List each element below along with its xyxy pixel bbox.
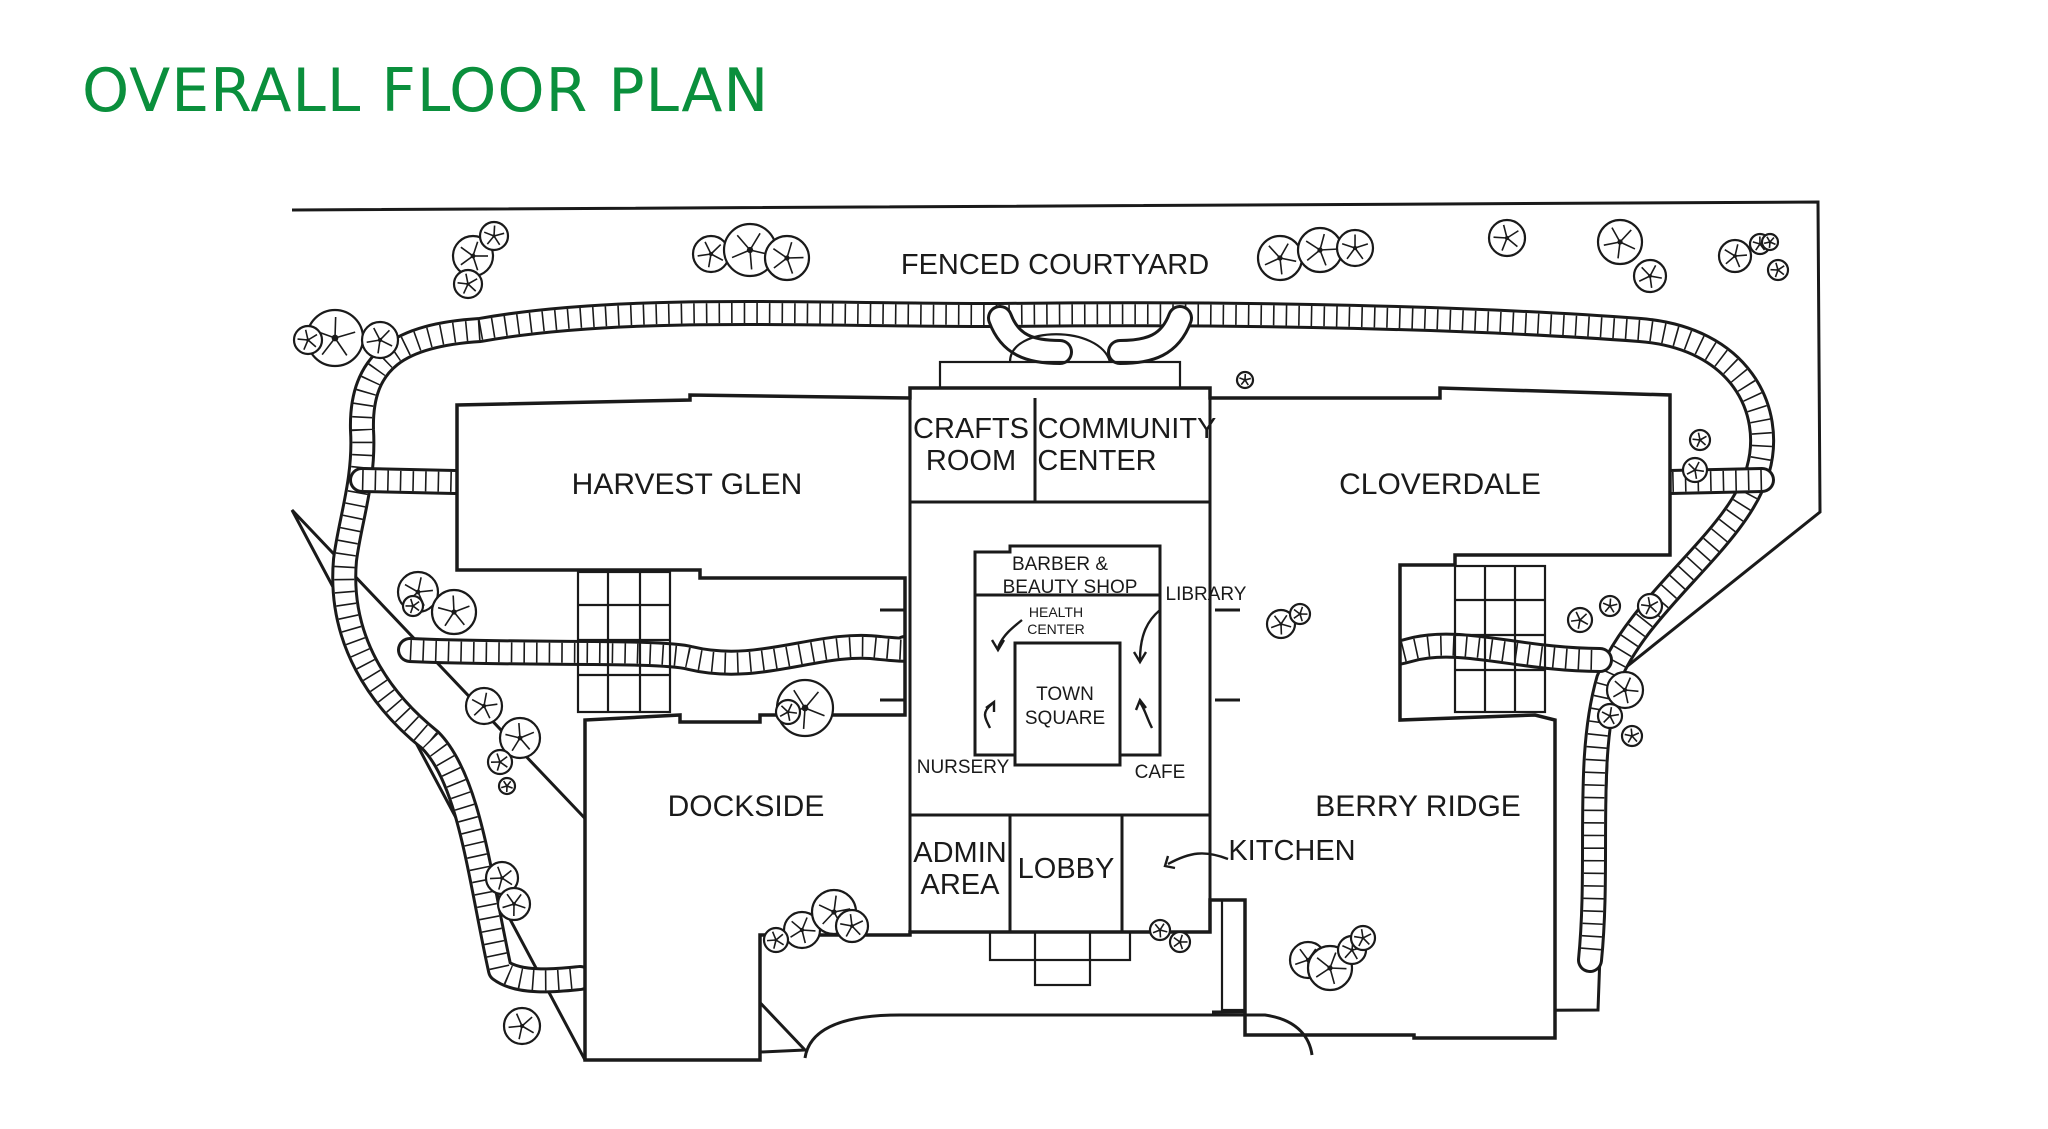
tree-icon (401, 594, 425, 618)
label-barber-beauty-2: BEAUTY SHOP (1003, 577, 1138, 598)
tree-icon (1235, 370, 1255, 390)
tree-icon (763, 234, 811, 282)
patios (576, 333, 1547, 1012)
tree-icon (1487, 218, 1527, 258)
label-admin-area-1: ADMIN (913, 837, 1006, 869)
tree-icon (1288, 602, 1312, 626)
label-kitchen: KITCHEN (1228, 835, 1355, 867)
tree-icon (834, 908, 870, 944)
tree-icon (1620, 724, 1644, 748)
tree-icon (782, 910, 822, 950)
label-crafts-room-1: CRAFTS (913, 413, 1029, 445)
tree-icon (360, 320, 400, 360)
tree-icon (1605, 670, 1645, 710)
tree-icon (774, 698, 802, 726)
tree-icon (497, 776, 517, 796)
label-town-square-2: SQUARE (1025, 708, 1105, 729)
tree-icon (1349, 924, 1377, 952)
tree-icon (464, 686, 504, 726)
tree-icon (486, 748, 514, 776)
tree-icon (762, 926, 790, 954)
tree-icon (1598, 594, 1622, 618)
tree-icon (1766, 258, 1790, 282)
driveway (803, 1013, 1314, 1059)
tree-icon (1681, 456, 1709, 484)
building-footprint (455, 386, 1672, 1062)
label-nursery: NURSERY (917, 757, 1010, 778)
label-lobby: LOBBY (1018, 853, 1115, 885)
tree-icon (1148, 918, 1172, 942)
tree-icon (1265, 608, 1297, 640)
label-cafe: CAFE (1135, 762, 1186, 783)
interior-walls (880, 398, 1240, 932)
walking-path (331, 300, 1775, 994)
label-dockside: DOCKSIDE (668, 790, 825, 823)
label-community-center-1: COMMUNITY (1038, 413, 1217, 445)
tree-icon (1596, 702, 1624, 730)
tree-icon (691, 234, 731, 274)
tree-icon (478, 220, 510, 252)
tree-icon (1566, 606, 1594, 634)
tree-icon (1760, 232, 1780, 252)
label-harvest-glen: HARVEST GLEN (572, 468, 803, 501)
tree-icon (502, 1006, 542, 1046)
tree-icon (292, 324, 324, 356)
tree-icon (452, 268, 484, 300)
label-berry-ridge: BERRY RIDGE (1315, 790, 1521, 823)
tree-icon (430, 588, 478, 636)
tree-icon (498, 716, 542, 760)
tree-icon (1596, 218, 1644, 266)
label-admin-area-2: AREA (921, 869, 1001, 901)
tree-icon (1688, 428, 1712, 452)
tree-icon (1717, 238, 1753, 274)
tree-icon (1256, 234, 1304, 282)
tree-icon (1335, 228, 1375, 268)
label-community-center-2: CENTER (1037, 445, 1156, 477)
trees (292, 218, 1790, 1046)
tree-icon (1168, 930, 1192, 954)
label-cloverdale: CLOVERDALE (1339, 468, 1541, 501)
label-health-center-2: CENTER (1027, 621, 1085, 637)
label-town-square-1: TOWN (1036, 684, 1094, 705)
label-fenced-courtyard: FENCED COURTYARD (901, 249, 1209, 281)
label-health-center-1: HEALTH (1029, 604, 1083, 620)
tree-icon (1632, 258, 1668, 294)
label-library: LIBRARY (1166, 584, 1247, 605)
label-barber-beauty-1: BARBER & (1012, 554, 1108, 575)
label-crafts-room-2: ROOM (926, 445, 1016, 477)
tree-icon (305, 308, 365, 368)
page-title: OVERALL FLOOR PLAN (82, 56, 770, 126)
tree-icon (1636, 592, 1664, 620)
tree-icon (496, 886, 532, 922)
tree-icon (1296, 226, 1344, 274)
door-arrows (983, 609, 1229, 870)
